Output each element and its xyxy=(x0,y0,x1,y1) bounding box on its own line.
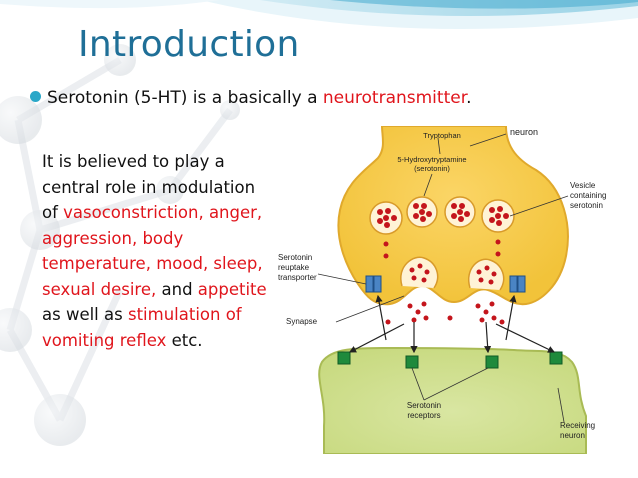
vesicle xyxy=(481,199,515,233)
bullet-period: . xyxy=(466,88,472,108)
description-etc: etc. xyxy=(171,330,203,350)
fusing-vesicle xyxy=(400,256,439,289)
label-containing: containing xyxy=(570,191,606,200)
label-receiving-neuron: neuron xyxy=(560,431,585,440)
label-vesicle-serotonin: serotonin xyxy=(570,201,603,210)
neurotransmitter-highlight: neurotransmitter xyxy=(322,88,467,108)
vesicles xyxy=(369,196,515,291)
description-intro: It is believed to play a central role in… xyxy=(42,152,256,222)
pointer-lines xyxy=(317,133,569,423)
label-serotonin-paren: (serotonin) xyxy=(414,164,450,173)
label-receiving: Receiving xyxy=(560,421,595,430)
label-synapse: Synapse xyxy=(286,317,318,326)
synapse-diagram: Tryptophan neuron 5-Hydroxytryptamine (s… xyxy=(274,126,614,454)
vesicle xyxy=(444,196,476,228)
label-5-hydroxytryptamine: 5-Hydroxytryptamine xyxy=(397,155,466,164)
bullet-item: Serotonin (5-HT) is a basically a neurot… xyxy=(30,88,472,108)
label-receptors-serotonin: Serotonin xyxy=(407,401,441,410)
postsynaptic-neuron xyxy=(318,347,587,454)
description-functions: vasoconstriction, anger, aggression, bod… xyxy=(42,203,263,299)
vesicle xyxy=(369,201,403,235)
bullet-dot-icon xyxy=(30,91,41,102)
label-vesicle: Vesicle xyxy=(570,181,596,190)
vesicle xyxy=(406,196,438,228)
fusing-vesicle xyxy=(467,258,505,291)
slide-title: Introduction xyxy=(78,24,300,65)
label-tryptophan: Tryptophan xyxy=(423,131,461,140)
label-reuptake-serotonin: Serotonin xyxy=(278,253,312,262)
reuptake-transporter xyxy=(365,275,382,293)
description-appetite: appetite xyxy=(197,279,267,299)
description-as-well-as: as well as xyxy=(42,305,123,324)
description-and: and xyxy=(161,279,193,299)
label-receptors: receptors xyxy=(407,411,440,420)
description-vomiting: stimulation of vomiting reflex xyxy=(42,305,242,350)
label-transporter: transporter xyxy=(278,273,317,282)
synapse-arrows xyxy=(348,294,556,354)
released-serotonin xyxy=(383,239,505,325)
description-paragraph: It is believed to play a central role in… xyxy=(42,149,272,353)
reuptake-transporter xyxy=(509,275,526,293)
label-neuron: neuron xyxy=(510,127,538,137)
serotonin-receptors xyxy=(337,351,563,369)
label-reuptake: reuptake xyxy=(278,263,310,272)
bullet-text: Serotonin (5-HT) is a basically a xyxy=(47,88,323,108)
